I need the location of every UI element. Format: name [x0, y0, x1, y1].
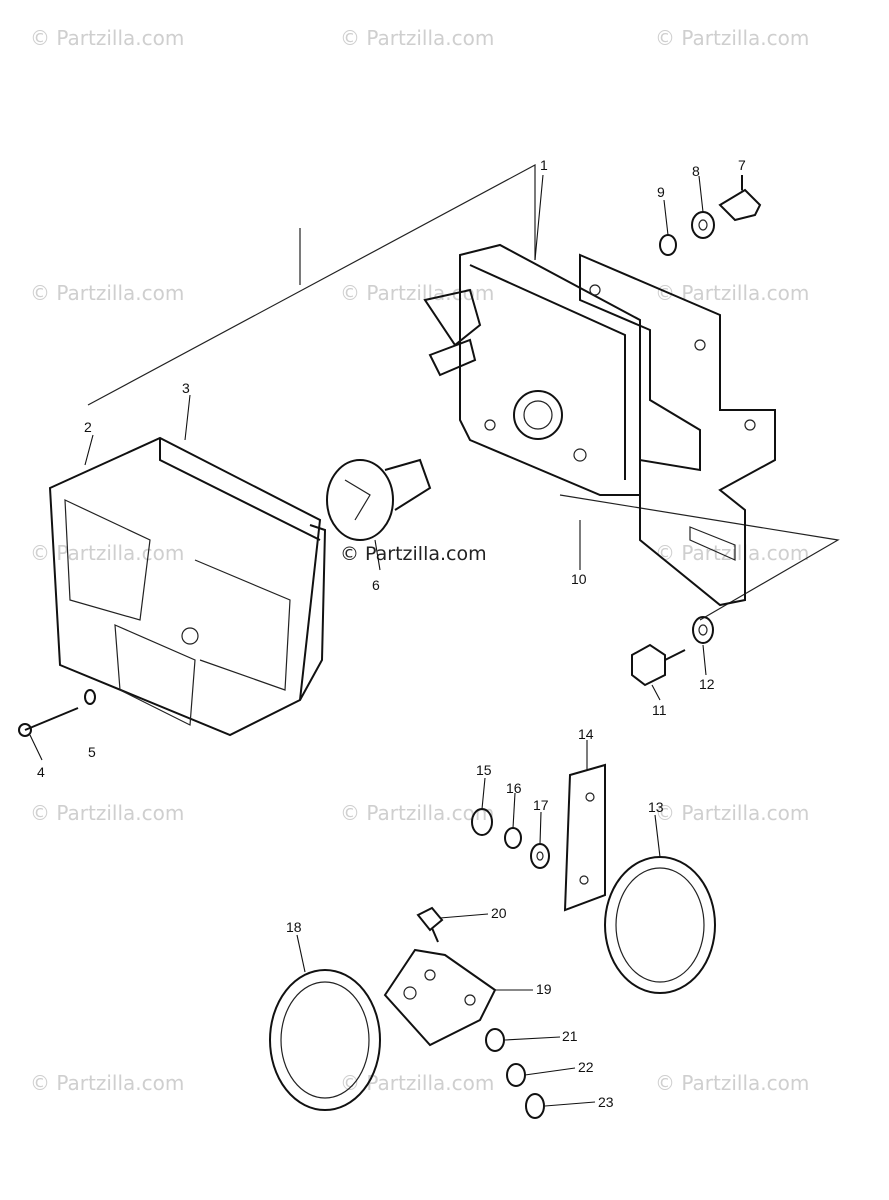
washer-part-22	[506, 1063, 526, 1087]
watermark-text: © Partzilla.com	[655, 26, 809, 50]
taillight-lens	[48, 436, 327, 737]
callout-3: 3	[182, 380, 190, 396]
watermark-text: © Partzilla.com	[30, 801, 184, 825]
callout-9: 9	[657, 184, 665, 200]
callout-11: 11	[652, 702, 667, 718]
callout-17: 17	[533, 797, 549, 813]
taillight-base-part-1	[423, 243, 641, 496]
watermark-text: © Partzilla.com	[340, 26, 494, 50]
callout-8: 8	[692, 163, 700, 179]
watermark-text: © Partzilla.com	[655, 801, 809, 825]
callout-21: 21	[562, 1028, 578, 1044]
callout-16: 16	[506, 780, 522, 796]
bolt-part-7	[718, 175, 762, 222]
watermark-text: © Partzilla.com	[30, 1071, 184, 1095]
callout-7: 7	[738, 157, 746, 173]
washer-part-5	[84, 689, 96, 705]
callout-18: 18	[286, 919, 302, 935]
bolt-part-11	[631, 643, 686, 687]
watermark-text: © Partzilla.com	[30, 26, 184, 50]
nut-part-16	[504, 827, 522, 849]
washer-part-17	[530, 843, 550, 869]
callout-6: 6	[372, 577, 380, 593]
callout-23: 23	[598, 1094, 614, 1110]
callout-4: 4	[37, 764, 45, 780]
callout-13: 13	[648, 799, 664, 815]
watermark-text: © Partzilla.com	[340, 801, 494, 825]
callout-labels: 1 2 3 4 5 6 7 8 9 10 11 12 13 14 15 16 1…	[37, 157, 746, 1110]
bracket-part-19	[383, 948, 497, 1047]
watermark-text: © Partzilla.com	[340, 281, 494, 305]
callout-22: 22	[578, 1059, 594, 1075]
watermark-text: © Partzilla.com	[655, 541, 809, 565]
watermark-text: © Partzilla.com	[30, 281, 184, 305]
watermark-layer: © Partzilla.com © Partzilla.com © Partzi…	[30, 26, 809, 1095]
reflector-part-18	[269, 969, 381, 1111]
screw-part-4	[18, 707, 79, 737]
reflector-part-13	[604, 856, 716, 994]
washer-part-21	[485, 1028, 505, 1052]
callout-1: 1	[540, 157, 548, 173]
callout-5: 5	[88, 744, 96, 760]
watermark-text: © Partzilla.com	[655, 281, 809, 305]
callout-12: 12	[699, 676, 715, 692]
callout-20: 20	[491, 905, 507, 921]
watermark-text: © Partzilla.com	[340, 543, 487, 565]
callout-2: 2	[84, 419, 92, 435]
watermark-text: © Partzilla.com	[655, 1071, 809, 1095]
screw-part-20	[416, 906, 444, 943]
watermark-text: © Partzilla.com	[30, 541, 184, 565]
watermark-text: © Partzilla.com	[340, 1071, 494, 1095]
washer-part-9	[659, 234, 677, 256]
callout-14: 14	[578, 726, 594, 742]
callout-15: 15	[476, 762, 492, 778]
nut-part-23	[525, 1093, 545, 1119]
washer-part-12	[692, 616, 714, 644]
bulb-part-6	[326, 458, 432, 541]
plate-part-14	[563, 763, 606, 912]
nut-part-8	[691, 211, 715, 239]
leader-lines	[29, 174, 743, 1107]
bracket-part-10	[579, 253, 776, 607]
callout-10: 10	[571, 571, 587, 587]
callout-19: 19	[536, 981, 552, 997]
